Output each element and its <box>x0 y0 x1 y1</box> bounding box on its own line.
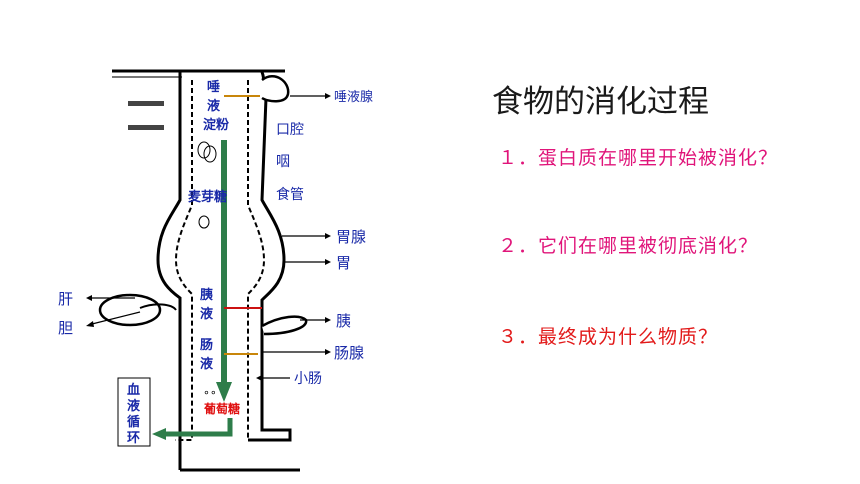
absorption-arrow-head <box>152 428 166 440</box>
pointer-head <box>86 321 94 327</box>
gallbladder-label: 胆 <box>58 319 73 337</box>
question-2: ２．它们在哪里被彻底消化？ <box>498 235 759 257</box>
pointer-line <box>91 311 141 325</box>
saliva-label-1: 唾 <box>207 79 220 95</box>
gastric-gland-label: 胃腺 <box>336 228 366 246</box>
pointer-head <box>325 317 331 323</box>
blood-label-1: 血 <box>127 382 140 398</box>
esophagus-label: 食管 <box>276 186 304 203</box>
flow-arrow-head <box>216 382 232 402</box>
question-3: ３．最终成为什么物质？ <box>498 326 719 348</box>
salivary-gland-shape <box>261 75 290 103</box>
page-title: 食物的消化过程 <box>492 84 709 120</box>
pancreas-shape <box>261 315 308 336</box>
pointer-head <box>325 233 331 239</box>
liver-label: 肝 <box>58 290 73 308</box>
top-shade <box>112 76 182 78</box>
question-1: １．蛋白质在哪里开始被消化？ <box>498 147 779 169</box>
food-particle <box>197 141 211 159</box>
digestion-diagram: ∘∘ 唾 液 淀粉 麦芽糖 胰 液 肠 液 葡萄糖 血 液 循 环 唾液腺 口腔… <box>58 69 373 472</box>
stomach-label: 胃 <box>336 254 351 272</box>
food-particle <box>203 145 217 163</box>
intestinal-gland-label: 肠腺 <box>334 344 364 362</box>
flow-arrow-shaft <box>221 140 227 386</box>
blood-label-3: 循 <box>127 414 140 430</box>
maltose-label: 麦芽糖 <box>188 189 227 205</box>
pancreatic-juice-label-1: 胰 <box>200 287 213 303</box>
liver-shape <box>98 293 162 327</box>
pointer-head <box>325 349 331 355</box>
inner-left-wall <box>174 80 193 441</box>
teeth-lower <box>128 125 164 130</box>
mouth-label: 口腔 <box>276 122 304 138</box>
blood-label-4: 环 <box>127 431 140 446</box>
pancreatic-juice-label-2: 液 <box>200 306 213 322</box>
blood-circulation-box <box>117 377 151 447</box>
pointer-head <box>256 375 262 381</box>
pharynx-label: 咽 <box>276 154 290 170</box>
saliva-label-2: 液 <box>207 98 220 114</box>
small-intestine-label: 小肠 <box>294 371 322 387</box>
absorption-arrow <box>165 418 233 437</box>
pancreas-label: 胰 <box>336 312 351 330</box>
intestinal-juice-label-1: 肠 <box>200 338 213 353</box>
food-particle <box>198 215 210 229</box>
food-particle: ∘∘ <box>203 386 217 399</box>
outer-left-wall <box>156 72 182 470</box>
pointer-head <box>325 93 331 99</box>
blood-label-2: 液 <box>127 398 140 414</box>
pointer-head <box>325 259 331 265</box>
intestinal-juice-label-2: 液 <box>200 356 213 372</box>
glucose-label: 葡萄糖 <box>203 401 240 416</box>
salivary-gland-label: 唾液腺 <box>334 90 373 105</box>
pointer-head <box>86 295 92 301</box>
teeth-upper <box>128 101 164 106</box>
bile-duct <box>139 303 177 311</box>
starch-label: 淀粉 <box>203 117 229 133</box>
